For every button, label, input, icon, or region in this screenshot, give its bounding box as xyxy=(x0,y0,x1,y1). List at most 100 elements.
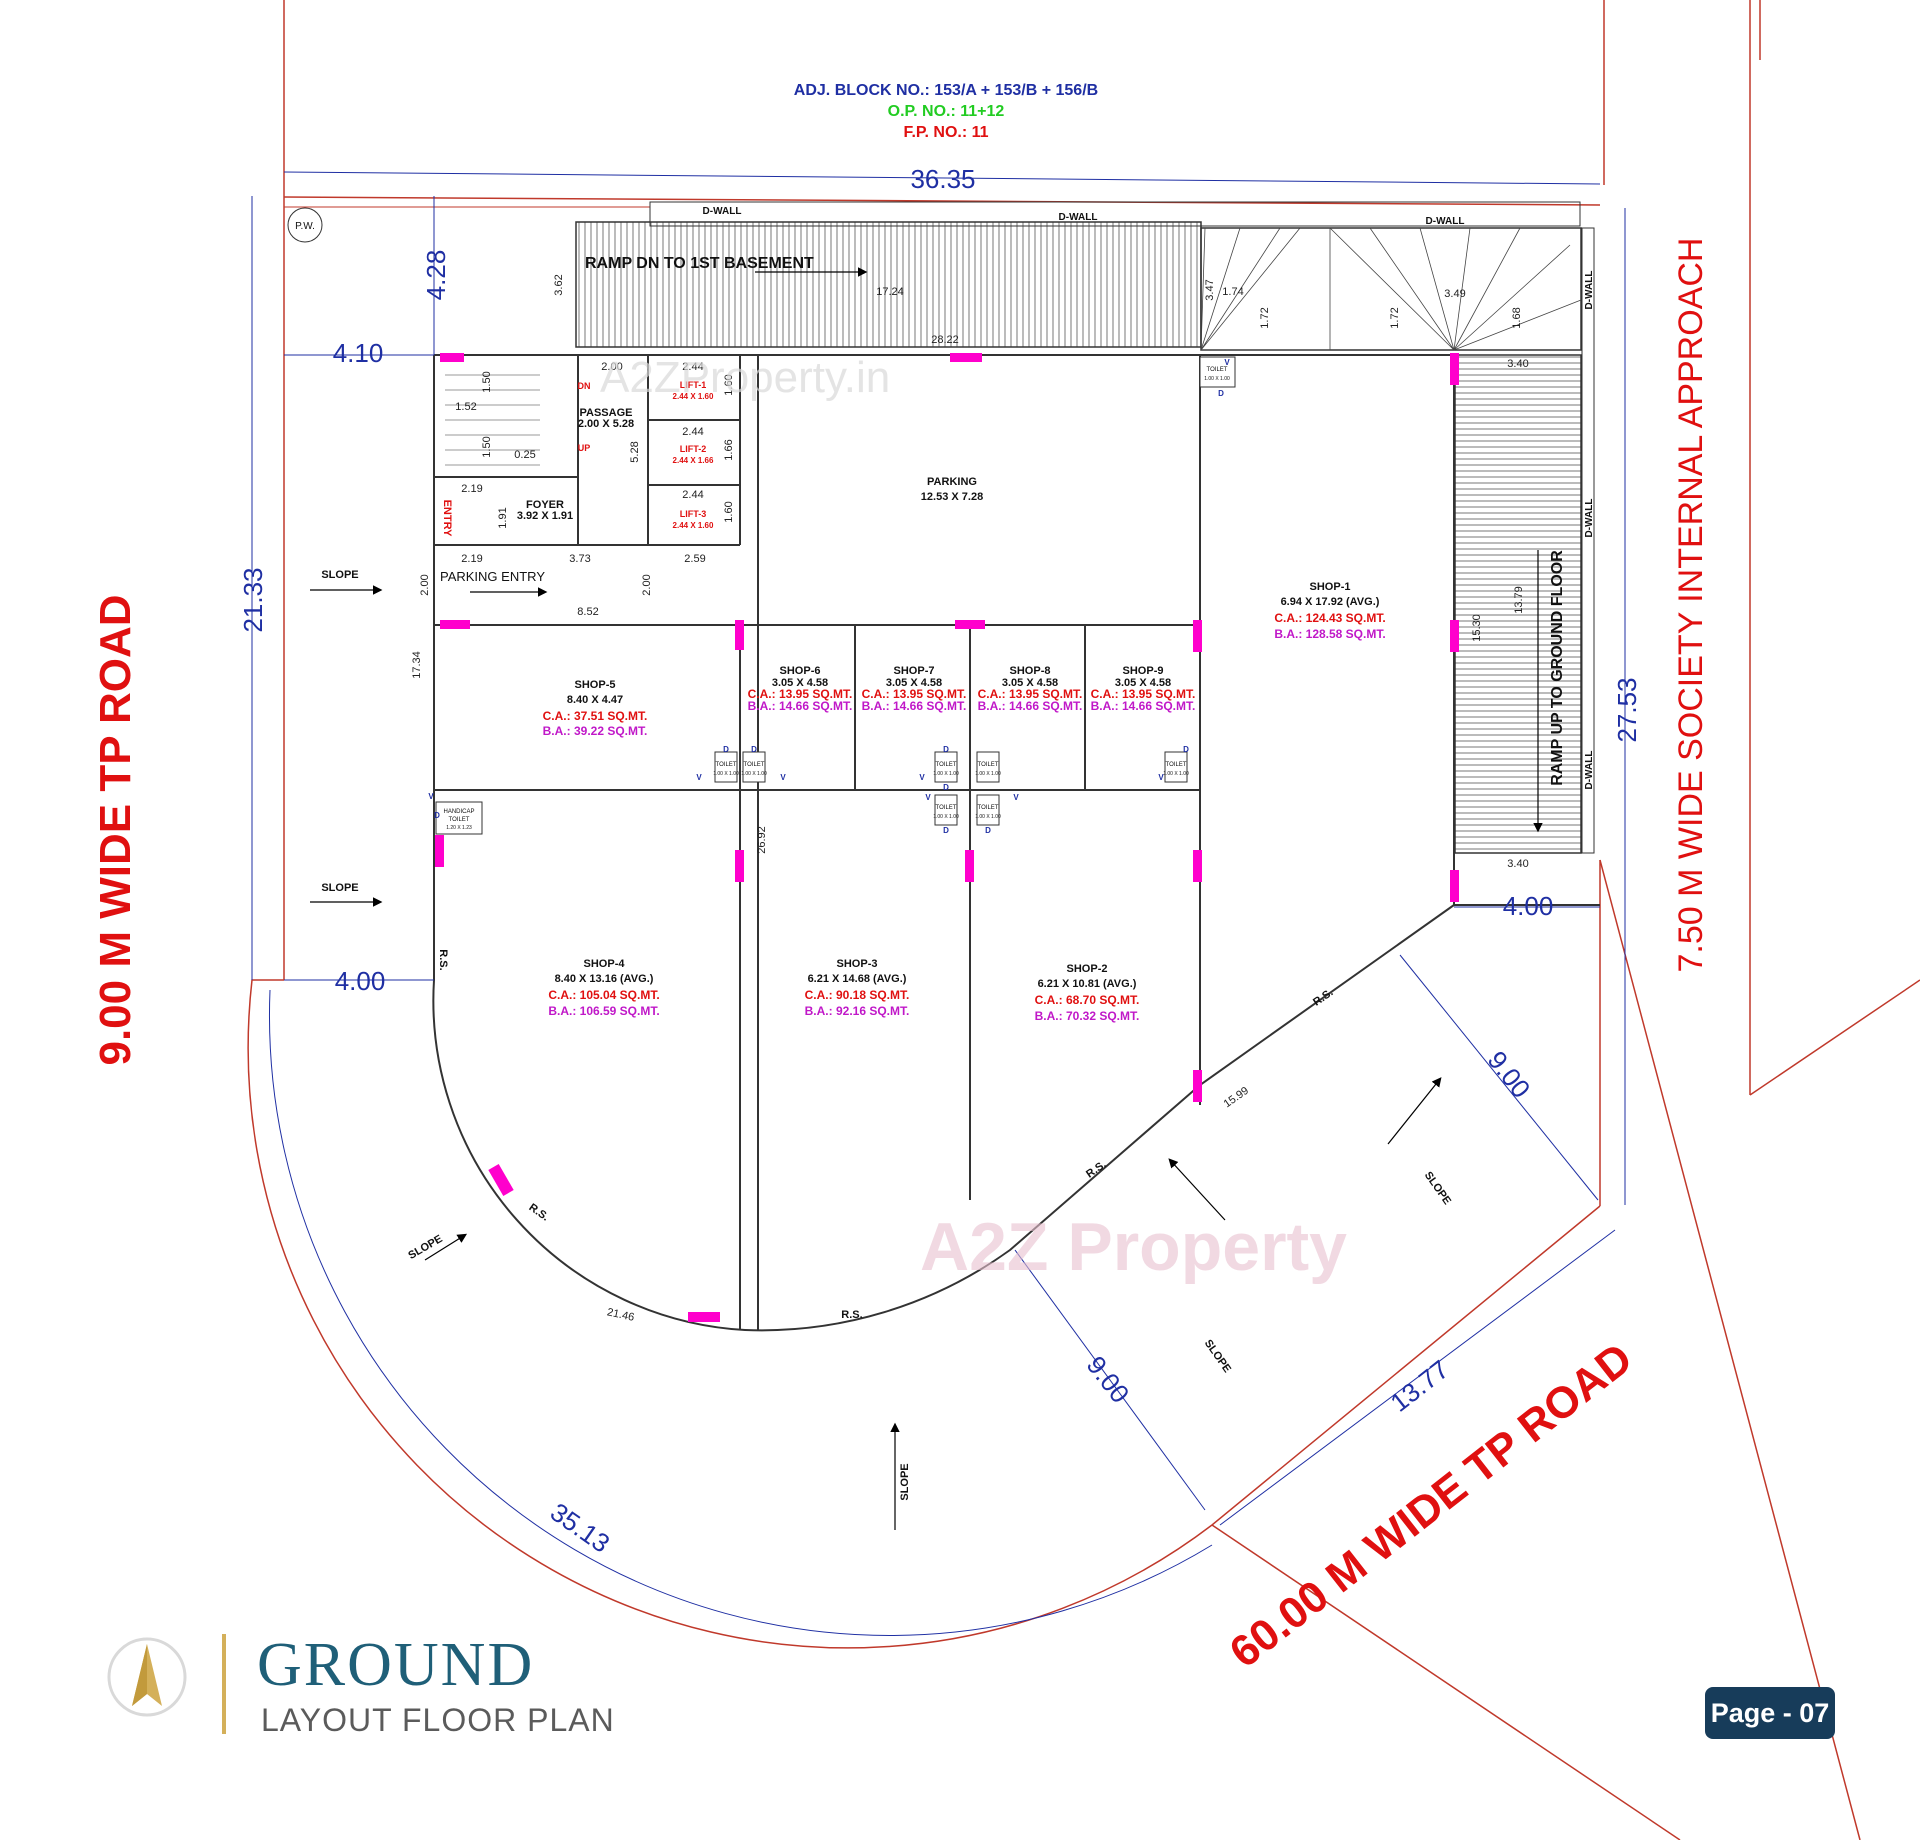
dim-160a: 1.60 xyxy=(723,374,735,395)
dwall-label-1: D-WALL xyxy=(703,206,742,217)
room-shop-4: SHOP-4 8.40 X 13.16 (AVG.) C.A.: 105.04 … xyxy=(548,958,659,1018)
handicap-label: HANDICAP xyxy=(443,809,474,815)
door-d-6: D xyxy=(943,826,949,835)
shop1-size: 6.94 X 17.92 (AVG.) xyxy=(1281,596,1380,608)
parking-name: PARKING xyxy=(927,476,977,488)
door-v-8: V xyxy=(428,792,434,801)
foyer-size: 3.92 X 1.91 xyxy=(517,510,573,522)
door-v-3: V xyxy=(780,773,786,782)
room-lift-3: LIFT-3 2.44 X 1.60 xyxy=(673,509,714,530)
toilet-label-7: TOILET xyxy=(978,805,999,811)
dim-200c: 2.00 xyxy=(641,574,653,595)
dim-2146: 21.46 xyxy=(606,1306,635,1323)
pw-label: P.W. xyxy=(295,221,315,232)
shop7-name: SHOP-7 xyxy=(894,665,935,677)
entry-label: ENTRY xyxy=(441,500,453,538)
door-d-9: D xyxy=(434,811,440,820)
room-shop-8: SHOP-8 3.05 X 4.58 C.A.: 13.95 SQ.MT. B.… xyxy=(978,665,1083,713)
footer-subtitle: LAYOUT FLOOR PLAN xyxy=(261,1702,615,1738)
shop7-size: 3.05 X 4.58 xyxy=(886,677,942,689)
ramp-up-label: RAMP UP TO GROUND FLOOR xyxy=(1549,550,1566,786)
dim-362: 3.62 xyxy=(553,274,565,295)
dim-347: 3.47 xyxy=(1204,279,1216,300)
shop6-size: 3.05 X 4.58 xyxy=(772,677,828,689)
fp-no-label: F.P. NO.: 11 xyxy=(903,124,988,141)
room-parking: PARKING 12.53 X 7.28 xyxy=(921,476,983,503)
shop1-name: SHOP-1 xyxy=(1310,581,1351,593)
dim-340b: 3.40 xyxy=(1507,858,1528,870)
dim-166: 1.66 xyxy=(723,439,735,460)
room-shop-7: SHOP-7 3.05 X 4.58 C.A.: 13.95 SQ.MT. B.… xyxy=(862,665,967,713)
handicap-toilet-label: TOILET xyxy=(449,817,470,823)
dim-2822: 28.22 xyxy=(931,334,959,346)
shop4-ba: B.A.: 106.59 SQ.MT. xyxy=(548,1004,659,1018)
shop1-ca: C.A.: 124.43 SQ.MT. xyxy=(1274,611,1385,625)
pw-circle xyxy=(287,207,323,243)
dim-168: 1.68 xyxy=(1511,307,1523,328)
rs-label-2: R.S. xyxy=(527,1201,551,1223)
dim-244c: 2.44 xyxy=(682,489,703,501)
toilet-size-2: 1.00 X 1.00 xyxy=(713,771,739,777)
page-number-badge: Page - 07 xyxy=(1705,1687,1835,1739)
foyer-name: FOYER xyxy=(526,499,564,511)
dim-2692: 26.92 xyxy=(756,826,768,854)
shop5-name: SHOP-5 xyxy=(575,679,616,691)
dim-left-total: 21.33 xyxy=(238,567,268,632)
dim-025: 0.25 xyxy=(514,449,535,461)
stair-fans xyxy=(1200,227,1582,351)
rs-label-5: R.S. xyxy=(1311,986,1335,1008)
shop3-ba: B.A.: 92.16 SQ.MT. xyxy=(805,1004,910,1018)
door-markers xyxy=(435,353,1459,1322)
shop7-ba: B.A.: 14.66 SQ.MT. xyxy=(862,699,967,713)
dim-200b: 2.00 xyxy=(419,574,431,595)
lift1-size: 2.44 X 1.60 xyxy=(673,392,714,401)
shop8-ba: B.A.: 14.66 SQ.MT. xyxy=(978,699,1083,713)
dim-340a: 3.40 xyxy=(1507,358,1528,370)
dwall-label-6: D-WALL xyxy=(1584,751,1595,790)
dim-244b: 2.44 xyxy=(682,426,703,438)
dim-150b: 1.50 xyxy=(481,436,493,457)
toilet-label-2: TOILET xyxy=(716,762,737,768)
handicap-size: 1.20 X 1.23 xyxy=(446,825,472,831)
slope-label-6: SLOPE xyxy=(1202,1338,1233,1375)
slope-label-2: SLOPE xyxy=(321,882,358,894)
rs-label-4: R.S. xyxy=(1084,1158,1108,1180)
compass-logo-icon xyxy=(107,1637,187,1717)
dim-left-top: 4.28 xyxy=(421,250,451,301)
door-v-1: V xyxy=(1224,358,1230,367)
dim-259: 2.59 xyxy=(684,553,705,565)
room-lift-1: LIFT-1 2.44 X 1.60 xyxy=(673,380,714,401)
dim-1530: 15.30 xyxy=(1471,614,1483,642)
shop2-name: SHOP-2 xyxy=(1067,963,1108,975)
lift1-name: LIFT-1 xyxy=(680,380,707,390)
rs-label-1: R.S. xyxy=(437,949,449,970)
dim-219a: 2.19 xyxy=(461,483,482,495)
door-d-4: D xyxy=(943,745,949,754)
dim-1724: 17.24 xyxy=(876,286,904,298)
dim-right-total: 27.53 xyxy=(1612,677,1642,742)
ramp-down-label: RAMP DN TO 1ST BASEMENT xyxy=(585,255,814,272)
door-d-3: D xyxy=(751,745,757,754)
room-shop-2: SHOP-2 6.21 X 10.81 (AVG.) C.A.: 68.70 S… xyxy=(1035,963,1140,1023)
d-wall-right xyxy=(1581,227,1595,854)
room-lift-2: LIFT-2 2.44 X 1.66 xyxy=(673,444,714,465)
shop5-ba: B.A.: 39.22 SQ.MT. xyxy=(543,724,648,738)
lift3-name: LIFT-3 xyxy=(680,509,707,519)
dim-152: 1.52 xyxy=(455,401,476,413)
door-d-5: D xyxy=(943,783,949,792)
dwall-label-4: D-WALL xyxy=(1584,271,1595,310)
dim-nine-a: 9.00 xyxy=(1482,1045,1537,1103)
lift3-size: 2.44 X 1.60 xyxy=(673,521,714,530)
dim-arc: 35.13 xyxy=(545,1497,616,1559)
stairwell xyxy=(445,374,540,466)
toilet-size-8: 1.00 X 1.00 xyxy=(1163,771,1189,777)
shop3-name: SHOP-3 xyxy=(837,958,878,970)
dim-left-margin-bottom: 4.00 xyxy=(335,966,386,996)
room-shop-6: SHOP-6 3.05 X 4.58 C.A.: 13.95 SQ.MT. B.… xyxy=(748,665,853,713)
door-d-8: D xyxy=(1183,745,1189,754)
rs-label-3: R.S. xyxy=(841,1309,862,1321)
toilet-units xyxy=(435,356,1236,835)
dim-top: 36.35 xyxy=(910,164,975,194)
dim-150a: 1.50 xyxy=(481,371,493,392)
passage-size: 2.00 X 5.28 xyxy=(578,418,634,430)
